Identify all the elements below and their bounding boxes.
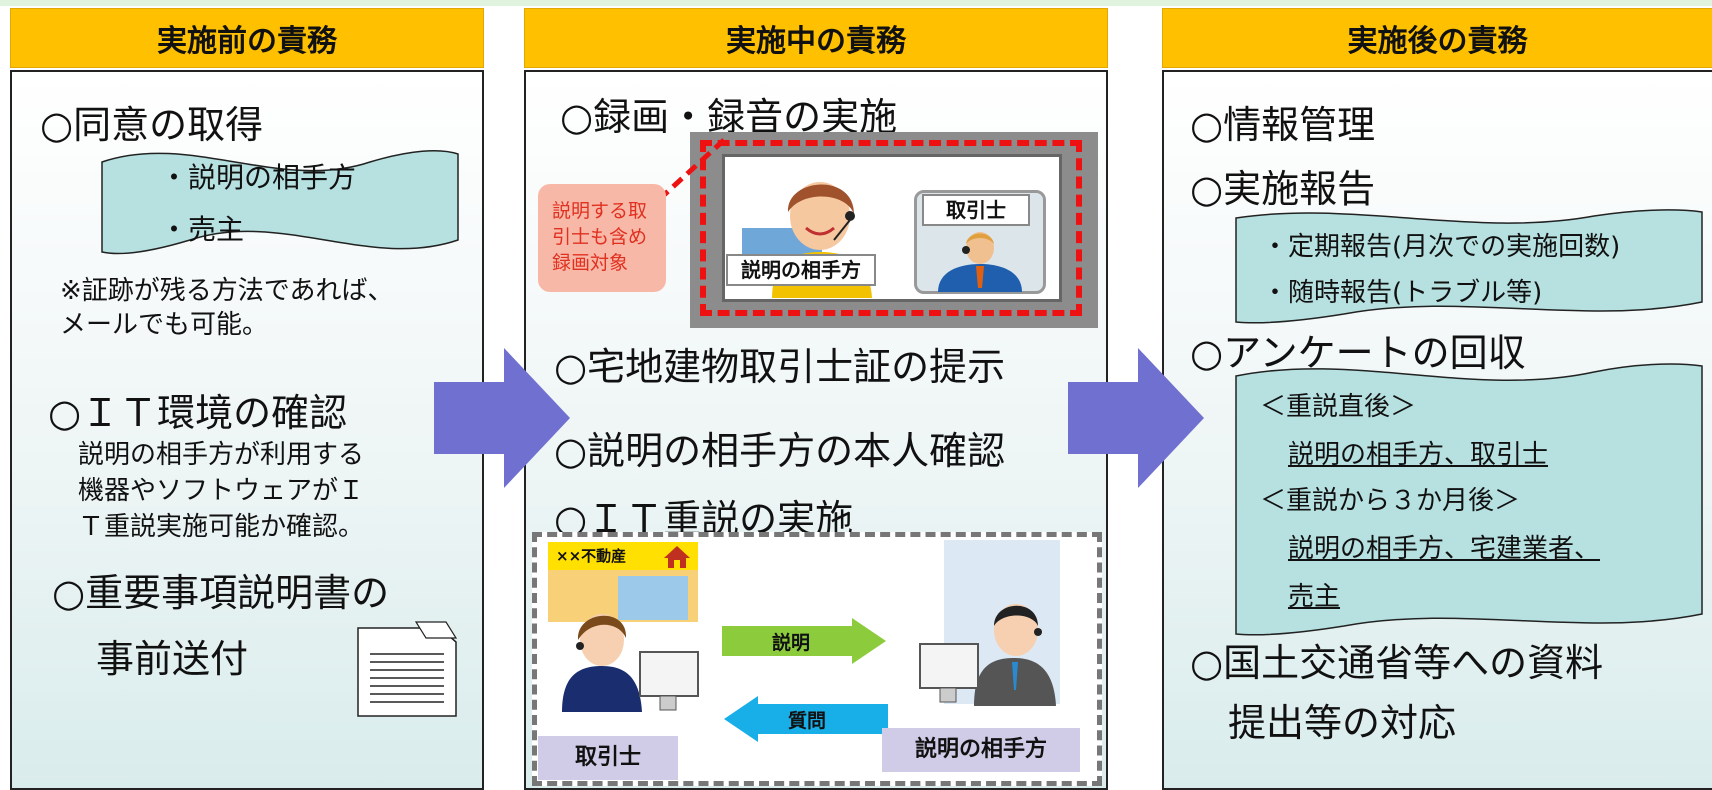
consent-note-line-1: ※証跡が残る方法であれば、 <box>60 276 394 306</box>
item-docs-title-1: ○重要事項説明書の <box>52 571 390 615</box>
survey-timing-1: ＜重説直後＞ <box>1260 392 1417 422</box>
explain-arrow-label: 説明 <box>772 632 811 654</box>
survey-targets-1: 説明の相手方、取引士 <box>1288 440 1549 470</box>
consent-party-1: ・説明の相手方 <box>160 161 357 194</box>
item-ministry-title-1: ○国土交通省等への資料 <box>1190 641 1604 685</box>
broker-label: 取引士 <box>538 736 678 780</box>
top-band <box>0 0 1712 6</box>
screen-label-explainee: 説明の相手方 <box>726 254 876 286</box>
column-after: 実施後の責務 ○情報管理 ○実施報告 ・定期報告(月次での実施回数) ・随時報告… <box>1162 8 1712 790</box>
item-recording-title: ○録画・録音の実施 <box>560 95 898 139</box>
report-scroll-box <box>1235 209 1703 324</box>
column-header: 実施中の責務 <box>524 8 1108 68</box>
survey-targets-3: 売主 <box>1288 582 1341 612</box>
survey-targets-2: 説明の相手方、宅建業者、 <box>1288 534 1601 564</box>
column-header: 実施前の責務 <box>10 8 484 68</box>
question-arrow <box>724 696 888 742</box>
item-info-mgmt-title: ○情報管理 <box>1190 103 1376 147</box>
survey-scroll-box <box>1235 363 1703 636</box>
consent-note-line-2: メールでも可能。 <box>60 310 269 340</box>
consent-scroll-box <box>101 150 459 255</box>
column-header: 実施後の責務 <box>1162 8 1712 68</box>
report-type-2: ・随時報告(トラブル等) <box>1262 278 1543 308</box>
broker-at-computer <box>562 614 699 712</box>
callout-line-3: 録画対象 <box>552 252 629 274</box>
item-ministry-title-2: 提出等の対応 <box>1228 701 1457 745</box>
item-docs-title-2: 事前送付 <box>96 637 249 681</box>
report-type-1: ・定期報告(月次での実施回数) <box>1262 232 1621 262</box>
column-body: ○情報管理 ○実施報告 ・定期報告(月次での実施回数) ・随時報告(トラブル等)… <box>1162 70 1712 790</box>
office-sign: ××不動産 <box>548 542 698 570</box>
office-window <box>618 576 688 620</box>
question-arrow-label: 質問 <box>788 710 827 732</box>
column-body: ○同意の取得 ・説明の相手方 ・売主 ※証跡が残る方法であれば、 メールでも可能… <box>10 70 484 790</box>
flow-arrow-1 <box>434 348 570 488</box>
item-survey-title: ○アンケートの回収 <box>1190 331 1526 375</box>
it-env-desc-3: Ｔ重説実施可能か確認。 <box>78 512 365 542</box>
it-env-desc-1: 説明の相手方が利用する <box>78 440 365 470</box>
it-env-desc-2: 機器やソフトウェアがＩ <box>78 476 365 506</box>
item-consent-title: ○同意の取得 <box>40 103 264 147</box>
column-body: ○録画・録音の実施 説明の相手方 取引士 <box>524 70 1108 790</box>
item-identity-title: ○説明の相手方の本人確認 <box>554 429 1006 473</box>
recording-dashed-frame <box>700 140 1082 316</box>
survey-timing-2: ＜重説から３か月後＞ <box>1260 486 1521 516</box>
house-icon <box>664 546 690 568</box>
column-during: 実施中の責務 ○録画・録音の実施 説明の相手方 取引士 <box>524 8 1108 790</box>
item-it-env-title: ○ＩＴ環境の確認 <box>48 391 348 435</box>
item-license-title: ○宅地建物取引士証の提示 <box>554 345 1006 389</box>
client-at-computer <box>919 604 1056 706</box>
flow-arrow-2 <box>1068 348 1204 488</box>
screen-label-broker: 取引士 <box>922 194 1030 226</box>
recording-callout <box>538 184 666 292</box>
callout-line-2: 引士も含め <box>552 226 648 248</box>
client-label: 説明の相手方 <box>882 728 1080 772</box>
column-before: 実施前の責務 ○同意の取得 ・説明の相手方 ・売主 ※証跡が残る方法であれば、 … <box>10 8 484 790</box>
item-report-title: ○実施報告 <box>1190 167 1376 211</box>
headset-person-man <box>938 232 1022 292</box>
document-icon <box>357 621 458 717</box>
explain-arrow <box>722 618 886 664</box>
callout-line-1: 説明する取 <box>552 200 648 222</box>
consent-party-2: ・売主 <box>160 213 245 246</box>
